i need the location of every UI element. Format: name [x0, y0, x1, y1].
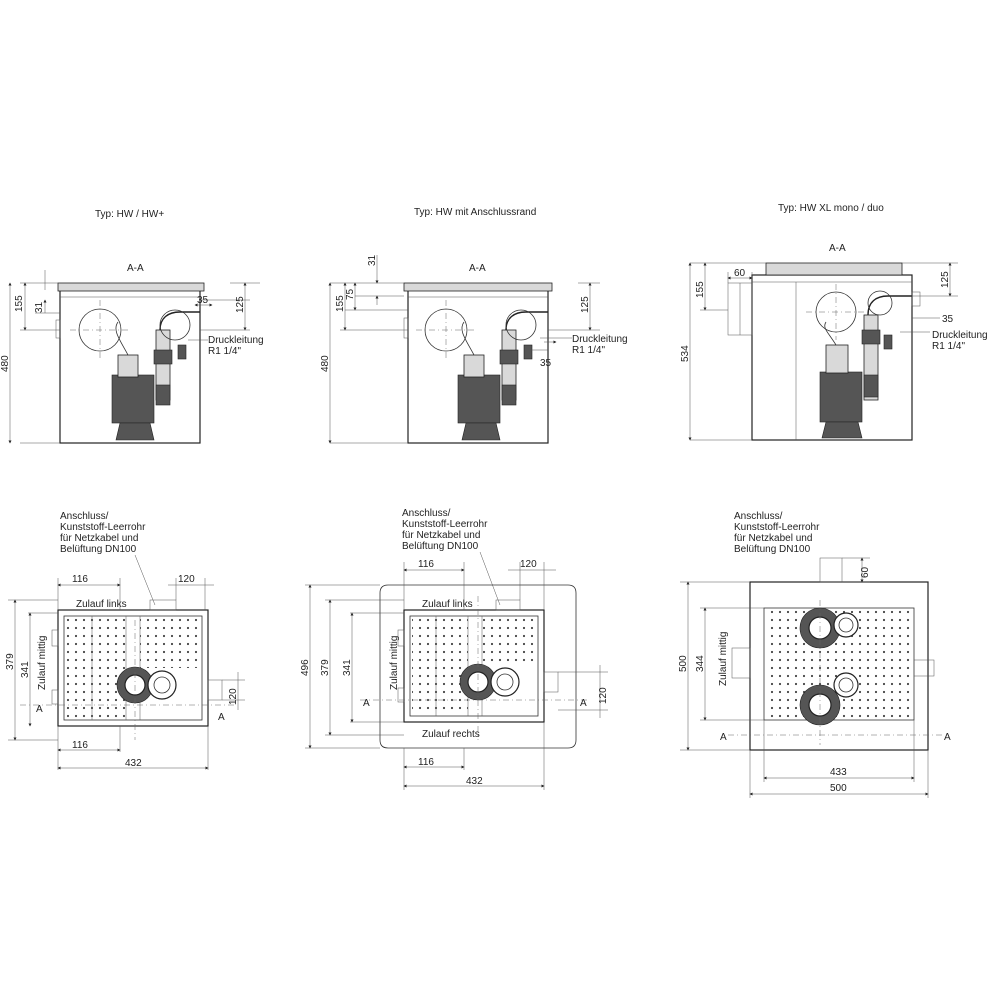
dim-hwxl-plan-60: 60: [860, 566, 871, 578]
dim-hw-plan-116b: 116: [72, 740, 88, 751]
note-hw-3: für Netzkabel und: [60, 533, 138, 544]
note-hwxl-4: Belüftung DN100: [734, 544, 811, 555]
view-hwxl-section: Typ: HW XL mono / duo A-A 60 155 534: [680, 203, 988, 441]
view-hwar-section: Typ: HW mit Anschlussrand A-A 31 75 155: [320, 207, 628, 444]
dim-hwxl-125: 125: [940, 271, 951, 288]
dim-hwxl-plan-344: 344: [695, 655, 706, 672]
dim-hwar-155: 155: [335, 295, 346, 312]
section-a-left-hwxl: A: [720, 732, 727, 743]
dim-hw-480: 480: [0, 355, 11, 372]
section-label-hwxl: A-A: [829, 243, 846, 254]
dim-hwxl-plan-433: 433: [830, 767, 847, 778]
view-hwxl-plan: Anschluss/ Kunststoff-Leerrohr für Netzk…: [678, 511, 951, 798]
dim-hwar-plan-120b: 120: [598, 687, 609, 704]
note-hw-1: Anschluss/: [60, 511, 109, 522]
pressure-line-hwar-2: R1 1/4": [572, 345, 605, 356]
dim-hw-plan-432: 432: [125, 758, 142, 769]
dim-hwar-plan-116a: 116: [418, 559, 434, 570]
title-hwxl: Typ: HW XL mono / duo: [778, 203, 884, 214]
section-a-left-hwar: A: [363, 698, 370, 709]
pressure-line-hwxl-1: Druckleitung: [932, 330, 988, 341]
label-zulauf-links-hw: Zulauf links: [76, 599, 127, 610]
dim-hwar-plan-120a: 120: [520, 559, 537, 570]
dim-hwar-plan-341: 341: [342, 659, 353, 676]
dim-hw-plan-120a: 120: [178, 574, 195, 585]
section-a-right-hwxl: A: [944, 732, 951, 743]
view-hwar-plan: Anschluss/ Kunststoff-Leerrohr für Netzk…: [300, 508, 609, 790]
label-zulauf-mittig-hwxl: Zulauf mittig: [718, 632, 729, 686]
note-hwar-3: für Netzkabel und: [402, 530, 480, 541]
view-hw-plan: Anschluss/ Kunststoff-Leerrohr für Netzk…: [5, 511, 245, 770]
dim-hwar-plan-379: 379: [320, 659, 331, 676]
section-a-right-hwar: A: [580, 698, 587, 709]
dim-hwar-plan-496: 496: [300, 659, 311, 676]
dim-hwxl-35: 35: [942, 314, 954, 325]
dim-hw-plan-116a: 116: [72, 574, 88, 585]
dim-hw-plan-379: 379: [5, 653, 16, 670]
dim-hwxl-155: 155: [695, 281, 706, 298]
note-hwxl-2: Kunststoff-Leerrohr: [734, 522, 820, 533]
title-hw: Typ: HW / HW+: [95, 209, 164, 220]
dim-hwxl-plan-500h: 500: [830, 783, 847, 794]
note-hw-4: Belüftung DN100: [60, 544, 137, 555]
note-hw-2: Kunststoff-Leerrohr: [60, 522, 146, 533]
label-zulauf-mittig-hw: Zulauf mittig: [37, 636, 48, 690]
title-hwar: Typ: HW mit Anschlussrand: [414, 207, 536, 218]
note-hwar-4: Belüftung DN100: [402, 541, 479, 552]
dim-hw-plan-120b: 120: [228, 688, 239, 705]
pressure-line-hwar-1: Druckleitung: [572, 334, 628, 345]
dim-hwxl-60: 60: [734, 268, 746, 279]
pressure-line-hw-2: R1 1/4": [208, 346, 241, 357]
dim-hwar-75: 75: [345, 288, 356, 300]
dim-hwar-35: 35: [540, 358, 552, 369]
dim-hw-31: 31: [34, 301, 45, 313]
note-hwxl-1: Anschluss/: [734, 511, 783, 522]
section-label-hw: A-A: [127, 263, 144, 274]
dim-hwar-480: 480: [320, 355, 331, 372]
label-zulauf-links-hwar: Zulauf links: [422, 599, 473, 610]
dim-hwxl-534: 534: [680, 345, 691, 362]
note-hwxl-3: für Netzkabel und: [734, 533, 812, 544]
dim-hwar-plan-116b: 116: [418, 757, 434, 768]
dim-hw-125: 125: [235, 296, 246, 313]
dim-hw-plan-341: 341: [20, 661, 31, 678]
note-hwar-1: Anschluss/: [402, 508, 451, 519]
label-zulauf-mittig-hwar: Zulauf mittig: [389, 636, 400, 690]
pressure-line-hw-1: Druckleitung: [208, 335, 264, 346]
dim-hw-35: 35: [197, 295, 209, 306]
dim-hwxl-plan-500v: 500: [678, 655, 689, 672]
label-zulauf-rechts-hwar: Zulauf rechts: [422, 729, 480, 740]
section-label-hwar: A-A: [469, 263, 486, 274]
dim-hwar-31: 31: [367, 254, 378, 266]
dim-hw-155: 155: [14, 295, 25, 312]
note-hwar-2: Kunststoff-Leerrohr: [402, 519, 488, 530]
dim-hwar-plan-432: 432: [466, 776, 483, 787]
section-a-left-hw: A: [36, 704, 43, 715]
view-hw-section: Typ: HW / HW+ A-A 155 31 48: [0, 209, 264, 444]
section-a-right-hw: A: [218, 712, 225, 723]
dim-hwar-125: 125: [580, 296, 591, 313]
pressure-line-hwxl-2: R1 1/4": [932, 341, 965, 352]
